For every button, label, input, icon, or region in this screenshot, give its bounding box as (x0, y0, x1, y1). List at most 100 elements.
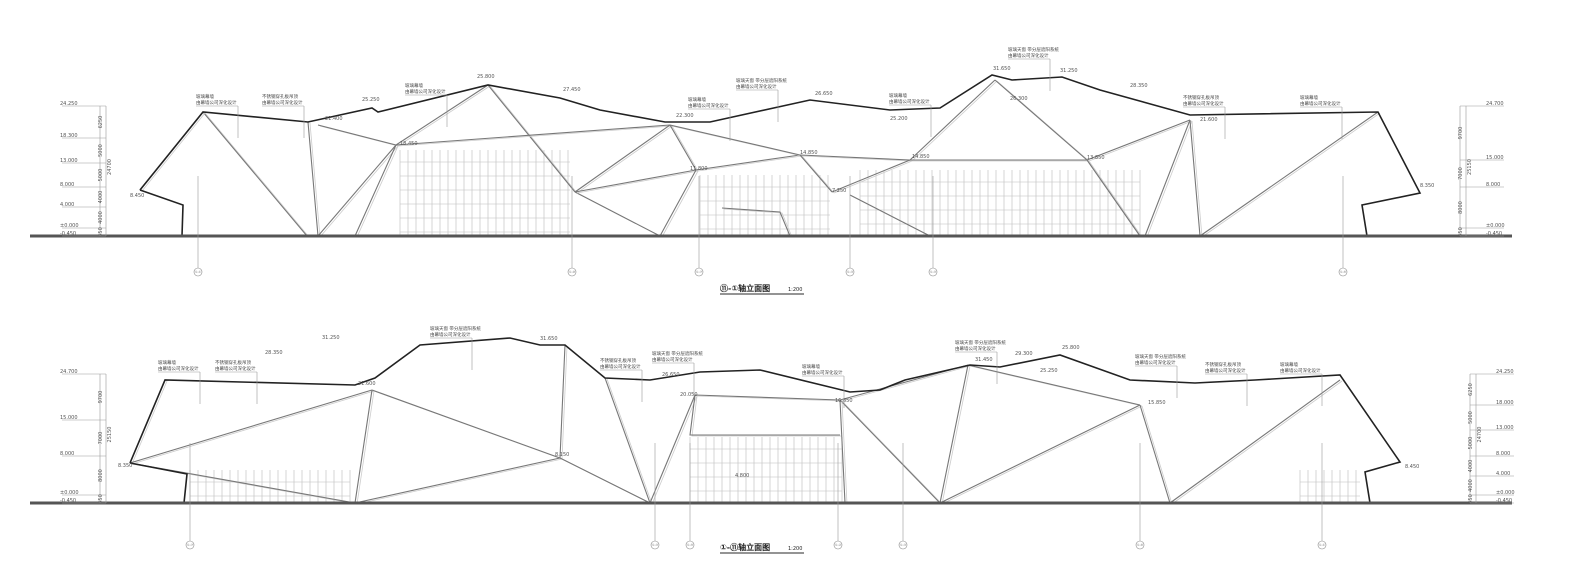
facet-edge-offset (397, 125, 673, 147)
canopy-underside (129, 462, 188, 504)
axis-label: ①-⑦ (187, 543, 194, 547)
facet-edge (831, 159, 911, 193)
dimension-value: 9700 (98, 391, 104, 404)
spot-elevation: 25.800 (477, 74, 495, 80)
facet-edge (354, 457, 561, 504)
facet-edge-offset (561, 345, 568, 460)
spot-elevation: 22.300 (676, 113, 694, 119)
grid-axis: ①-⑦ (185, 443, 195, 550)
level-label: -0.450 (60, 498, 76, 504)
facet-edge (487, 84, 576, 193)
level-label: ±0.000 (1486, 223, 1505, 229)
note-line-2: 由幕墙公司深化设计 (1280, 367, 1321, 374)
dimension-value: 450 (98, 227, 104, 237)
grid-axis: ①-⑦ (694, 176, 704, 277)
axis-bubble (1135, 540, 1145, 550)
spot-elevation: 11.800 (690, 166, 708, 172)
level-label: -0.450 (1496, 498, 1512, 504)
spot-elevation: 31.450 (975, 357, 993, 363)
facet-edge (129, 389, 373, 464)
spot-elevation: 8.450 (1405, 464, 1419, 470)
dimension-value: 4000 (98, 211, 104, 224)
spot-elevation: 14.850 (912, 154, 930, 160)
dimension-value: 6250 (1468, 383, 1474, 396)
facet-edge (967, 364, 1141, 406)
spot-elevation: 31.650 (993, 66, 1011, 72)
note-line-2: 由幕墙公司深化设计 (802, 369, 843, 376)
axis-label: ①-⑥ (1340, 270, 1347, 274)
level-label: 18.000 (1496, 400, 1514, 406)
level-label: 18.300 (60, 133, 78, 139)
facet-edge (1086, 119, 1191, 161)
axis-label: ①-⑧ (1137, 543, 1144, 547)
spot-elevation: 18.450 (400, 141, 418, 147)
facet-edge (849, 194, 931, 237)
axis-bubble (685, 540, 695, 550)
spot-elevation: 20.050 (680, 392, 698, 398)
dimension-value: 7000 (98, 432, 104, 445)
dimension-value: 450 (98, 494, 104, 504)
axis-bubble (694, 267, 704, 277)
note-line-1: 玻璃幕墙 (196, 93, 214, 100)
facet-edge-offset (996, 80, 1090, 162)
drawing-title: ⑪-①轴立面图 (720, 283, 770, 293)
axis-label: ①-① (1319, 543, 1326, 547)
note-line-2: 由幕墙公司深化设计 (955, 345, 996, 352)
grid-axis: ①-⑤ (685, 443, 695, 550)
dimension-value: 5000 (1468, 411, 1474, 424)
spot-elevation: 31.250 (1060, 68, 1078, 74)
dimension-value: 4000 (1468, 479, 1474, 492)
facet-edge (574, 191, 661, 237)
axis-label: ①-④ (900, 543, 907, 547)
elevation-1: 24.250625018.300500013.00050008.00040004… (30, 46, 1512, 295)
facet-edge-offset (1088, 160, 1143, 238)
facet-edge-offset (697, 155, 803, 172)
level-label: 8.000 (1496, 451, 1510, 457)
note-line-1: 玻璃幕墙 (802, 363, 820, 370)
facet-edge (994, 79, 1088, 161)
level-label: 13.000 (1496, 425, 1514, 431)
note-line-2: 由幕墙公司深化设计 (215, 365, 256, 372)
note-line-1: 玻璃幕墙 (889, 92, 907, 99)
facet-edge-offset (801, 155, 913, 162)
axis-bubble (567, 267, 577, 277)
spot-elevation: 26.650 (662, 372, 680, 378)
axis-label: ①-④ (847, 270, 854, 274)
grid-axis: ①-④ (898, 443, 908, 550)
facet-edge-offset (309, 122, 321, 238)
facet-edge-offset (841, 400, 943, 505)
facet-edge (559, 457, 651, 504)
facet-edge (799, 154, 833, 193)
axis-bubble (1317, 540, 1327, 550)
axis-label: ①-③ (652, 543, 659, 547)
facet-edge (939, 364, 969, 504)
facet-edge (721, 207, 791, 237)
note-line-2: 由幕墙公司深化设计 (736, 83, 777, 90)
axis-label: ①-① (195, 270, 202, 274)
spot-elevation: 25.250 (362, 97, 380, 103)
level-label: ±0.000 (60, 490, 79, 496)
facet-edge-offset (606, 378, 653, 505)
facet-edge-offset (941, 405, 1143, 505)
axis-label: ①-③ (930, 270, 937, 274)
axis-label: ①-⑦ (696, 270, 703, 274)
facet-edge (307, 121, 319, 237)
facet-edge (839, 399, 846, 504)
level-label: 24.250 (60, 101, 78, 107)
note-line-2: 由幕墙公司深化设计 (652, 356, 693, 363)
note-line-1: 不锈钢穿孔板吊顶 (215, 359, 251, 366)
dimension-value: 6250 (98, 116, 104, 129)
axis-bubble (833, 540, 843, 550)
note-line-2: 由幕墙公司深化设计 (196, 99, 237, 106)
level-label: 24.700 (1486, 101, 1504, 107)
facet-edge-offset (911, 80, 998, 162)
dimension-value: 7000 (1458, 167, 1464, 180)
total-height: 24700 (1477, 427, 1483, 443)
